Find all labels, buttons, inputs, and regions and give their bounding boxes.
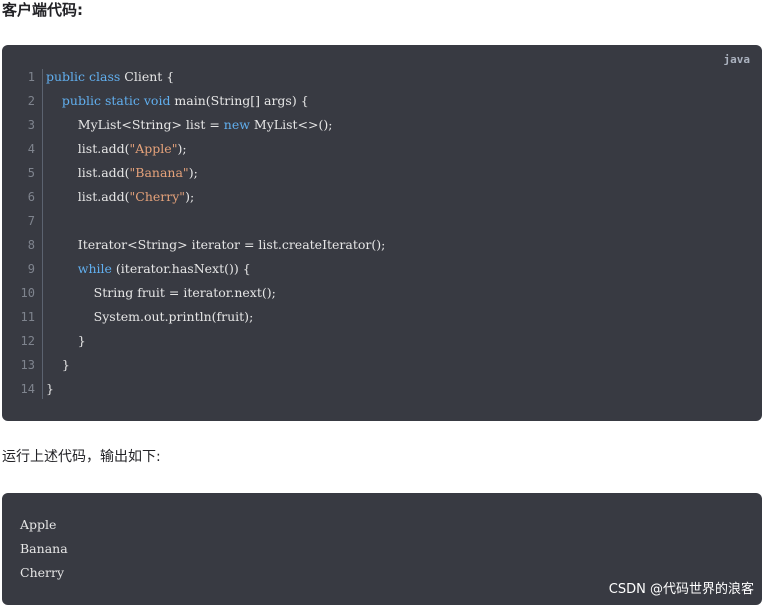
code-token	[46, 93, 62, 108]
line-number: 2	[27, 94, 35, 108]
code-token: MyList<String> list =	[46, 117, 224, 132]
code-token: System.out.println(fruit);	[46, 309, 254, 324]
keyword-token: public	[46, 69, 86, 84]
code-line: }	[46, 329, 762, 353]
code-token: );	[188, 165, 198, 180]
code-token: main(String[] args) {	[170, 93, 309, 108]
language-label: java	[723, 53, 751, 66]
code-token: (iterator.hasNext()) {	[111, 261, 251, 276]
code-token: String fruit = iterator.next();	[46, 285, 276, 300]
line-number: 11	[20, 310, 35, 324]
string-token: "Apple"	[129, 141, 178, 156]
code-line: list.add("Apple");	[46, 137, 762, 161]
line-number: 13	[20, 358, 35, 372]
keyword-token: public	[61, 93, 101, 108]
output-line: Banana	[20, 541, 68, 556]
code-line: public class Client {	[46, 65, 762, 89]
keyword-token: static	[104, 93, 140, 108]
code-token	[46, 261, 78, 276]
section-heading: 客户端代码:	[2, 1, 83, 19]
code-token: MyList<>();	[249, 117, 333, 132]
code-line: list.add("Cherry");	[46, 185, 762, 209]
line-number: 1	[27, 70, 35, 84]
code-line: String fruit = iterator.next();	[46, 281, 762, 305]
code-line: MyList<String> list = new MyList<>();	[46, 113, 762, 137]
code-token: );	[185, 189, 195, 204]
line-number: 5	[27, 166, 35, 180]
line-number: 14	[20, 382, 35, 396]
code-line: }	[46, 377, 762, 401]
code-lines: public class Client { public static void…	[46, 65, 762, 401]
output-intro-text: 运行上述代码，输出如下:	[2, 449, 161, 465]
keyword-token: class	[89, 69, 121, 84]
code-line	[46, 209, 762, 233]
line-number: 12	[20, 334, 35, 348]
code-line: public static void main(String[] args) {	[46, 89, 762, 113]
code-token: }	[46, 357, 70, 372]
code-token: }	[46, 333, 86, 348]
watermark: CSDN @代码世界的浪客	[608, 582, 754, 597]
code-token: );	[177, 141, 187, 156]
code-token: Client {	[120, 69, 175, 84]
line-number: 6	[27, 190, 35, 204]
output-line: Cherry	[20, 565, 65, 580]
code-line: Iterator<String> iterator = list.createI…	[46, 233, 762, 257]
code-token: list.add(	[46, 141, 130, 156]
line-number: 9	[27, 262, 35, 276]
code-line: System.out.println(fruit);	[46, 305, 762, 329]
keyword-token: void	[143, 93, 171, 108]
keyword-token: new	[223, 117, 250, 132]
gutter-divider	[42, 69, 43, 399]
line-number: 8	[27, 238, 35, 252]
code-line: }	[46, 353, 762, 377]
code-line: list.add("Banana");	[46, 161, 762, 185]
line-number: 4	[27, 142, 35, 156]
code-token: }	[46, 381, 54, 396]
line-number: 7	[27, 214, 35, 228]
output-line: Apple	[20, 517, 57, 532]
line-number: 10	[20, 286, 35, 300]
code-line: while (iterator.hasNext()) {	[46, 257, 762, 281]
keyword-token: while	[77, 261, 112, 276]
code-token: list.add(	[46, 189, 130, 204]
string-token: "Banana"	[129, 165, 189, 180]
code-token: Iterator<String> iterator = list.createI…	[46, 237, 386, 252]
string-token: "Cherry"	[129, 189, 186, 204]
line-number: 3	[27, 118, 35, 132]
code-token: list.add(	[46, 165, 130, 180]
